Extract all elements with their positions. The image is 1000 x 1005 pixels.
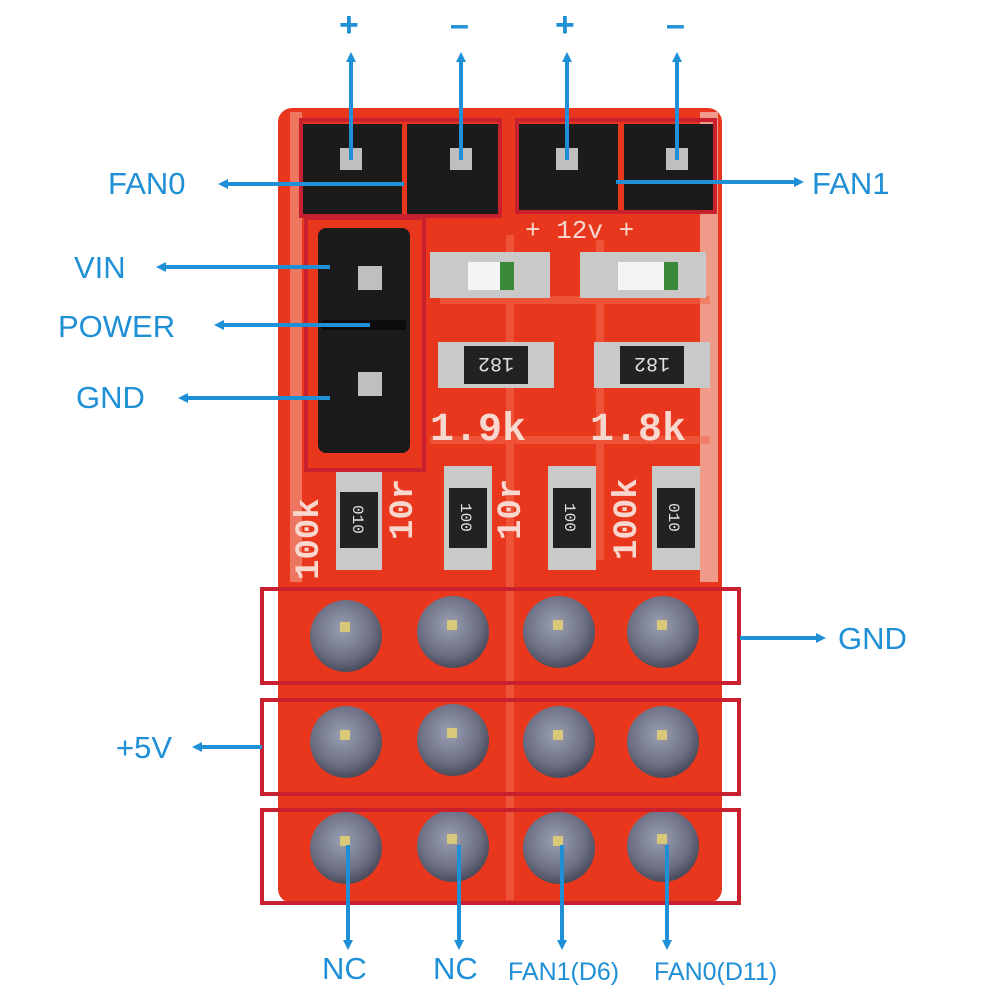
silk-100k-b: 100k [609, 478, 647, 560]
pad-gnd-4 [627, 596, 699, 668]
box-gnd-row [260, 587, 741, 685]
pad-fan1-d6 [523, 812, 595, 884]
silk-100k-a: 100k [291, 498, 329, 580]
led-1 [430, 252, 550, 298]
resistor-100-a: 100 [444, 466, 492, 570]
pad-nc-2 [417, 810, 489, 882]
gnd-right-label: GND [838, 621, 907, 656]
resistor-010-b: 010 [652, 466, 700, 570]
nc-label-1: NC [322, 951, 367, 986]
nc-label-2: NC [433, 951, 478, 986]
box-fan1 [515, 118, 717, 214]
minus-label-1: – [450, 6, 469, 44]
resistor-182-b: 182 [594, 342, 710, 388]
minus-label-2: – [666, 6, 685, 44]
svg-text:010: 010 [664, 503, 682, 532]
svg-text:100: 100 [560, 503, 578, 532]
pad-gnd-1 [310, 600, 382, 672]
pad-5v-1 [310, 706, 382, 778]
silk-10r-a: 10r [385, 479, 423, 540]
pad-5v-2 [417, 704, 489, 776]
silk-1.9k: 1.9k [430, 408, 526, 453]
pad-5v-3 [523, 706, 595, 778]
header-silkscreen: + 12v + [525, 216, 634, 246]
silk-1.8k: 1.8k [590, 408, 686, 453]
fan1-header [518, 124, 716, 214]
silk-10r-b: 10r [493, 479, 531, 540]
resistor-010-a: 010 [336, 470, 382, 570]
pcb-edge-shade [290, 112, 302, 582]
svg-text:182: 182 [478, 351, 514, 374]
box-power [304, 216, 426, 472]
resistor-100-b: 100 [548, 466, 596, 570]
power-label: POWER [58, 309, 176, 344]
resistor-182-a: 182 [438, 342, 554, 388]
fan1-label: FAN1 [812, 166, 890, 201]
fan0-d11-label: FAN0(D11) [654, 958, 778, 986]
fan0-header [302, 124, 499, 214]
svg-text:010: 010 [348, 505, 366, 534]
power-jumper [318, 228, 410, 453]
box-nc-row [260, 808, 741, 905]
plus5v-label: +5V [116, 730, 173, 765]
svg-text:100: 100 [456, 503, 474, 532]
pad-5v-4 [627, 706, 699, 778]
gnd-left-label: GND [76, 380, 145, 415]
fan0-label: FAN0 [108, 166, 186, 201]
led-2 [580, 252, 706, 298]
svg-text:182: 182 [634, 351, 670, 374]
plus-label-1: + [339, 6, 359, 44]
arrows [156, 52, 826, 950]
fan1-d6-label: FAN1(D6) [508, 958, 620, 986]
highlight-boxes [260, 118, 741, 905]
pad-gnd-3 [523, 596, 595, 668]
plus-label-2: + [555, 6, 575, 44]
vin-label: VIN [74, 250, 126, 285]
copper-trace [430, 235, 710, 900]
pad-gnd-2 [417, 596, 489, 668]
pad-fan0-d11 [627, 810, 699, 882]
